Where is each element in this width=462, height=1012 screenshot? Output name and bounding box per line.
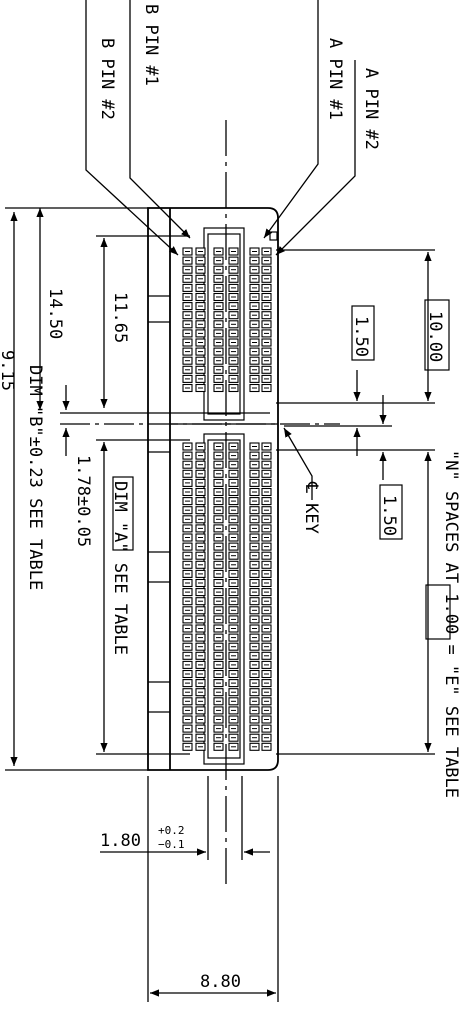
- dim-1-80-label: 1.80: [100, 831, 141, 851]
- a-pin-1-leader: [263, 0, 319, 239]
- cut-partial-label: 9.15: [0, 350, 17, 391]
- a-pin-2-label: A PIN #2: [361, 68, 381, 150]
- n-spaces-box: [425, 584, 451, 640]
- dim-11-65: [96, 235, 190, 408]
- dim-10-00-box: [424, 299, 450, 371]
- dim-1-50-top-box: [351, 305, 375, 361]
- dim-1-80: [100, 776, 270, 860]
- dim-8-80: [147, 776, 279, 1002]
- dim-e: [276, 452, 435, 755]
- dim-1-78: [60, 385, 270, 456]
- b-pin-2-leader: [85, 0, 179, 256]
- dim-1-50-bot-box: [379, 484, 403, 540]
- dim-a-box: [112, 476, 134, 551]
- a-pin-1-label: A PIN #1: [325, 38, 345, 120]
- b-pin-2-label: B PIN #2: [97, 38, 117, 120]
- n-spaces-label: "N" SPACES AT 1.00 = "E" SEE TABLE: [441, 450, 461, 798]
- dim-overall: [5, 207, 150, 771]
- key-marker: [269, 231, 278, 241]
- key-leader: [283, 427, 313, 500]
- b-pin-1-label: B PIN #1: [141, 4, 161, 86]
- dim-a-label: DIM "A" SEE TABLE: [110, 481, 130, 655]
- dim-11-65-label: 11.65: [110, 292, 130, 343]
- dim-10-00: [276, 249, 435, 404]
- dim-8-80-label: 8.80: [200, 972, 241, 992]
- dim-1-50-top: [284, 370, 392, 456]
- a-pin-2-leader: [275, 60, 356, 256]
- tol-minus-label: −0.1: [158, 838, 185, 851]
- dim-1-50-bot-label: 1.50: [379, 495, 399, 536]
- dim-1-78-label: 1.78±0.05: [73, 455, 93, 547]
- dim-1-50-top-label: 1.50: [351, 316, 371, 357]
- tol-plus-label: +0.2: [158, 824, 185, 837]
- pin-grid: [182, 247, 272, 751]
- dim-1-50-bot: [276, 395, 435, 480]
- dim-b-label: DIM "B"±0.23 SEE TABLE: [25, 365, 45, 590]
- b-pin-1-leader: [129, 0, 191, 239]
- dim-14-50-label: 14.50: [45, 288, 65, 339]
- key-label: ℄ KEY: [301, 481, 321, 534]
- dim-a: [96, 439, 190, 755]
- dim-10-00-label: 10.00: [425, 311, 445, 362]
